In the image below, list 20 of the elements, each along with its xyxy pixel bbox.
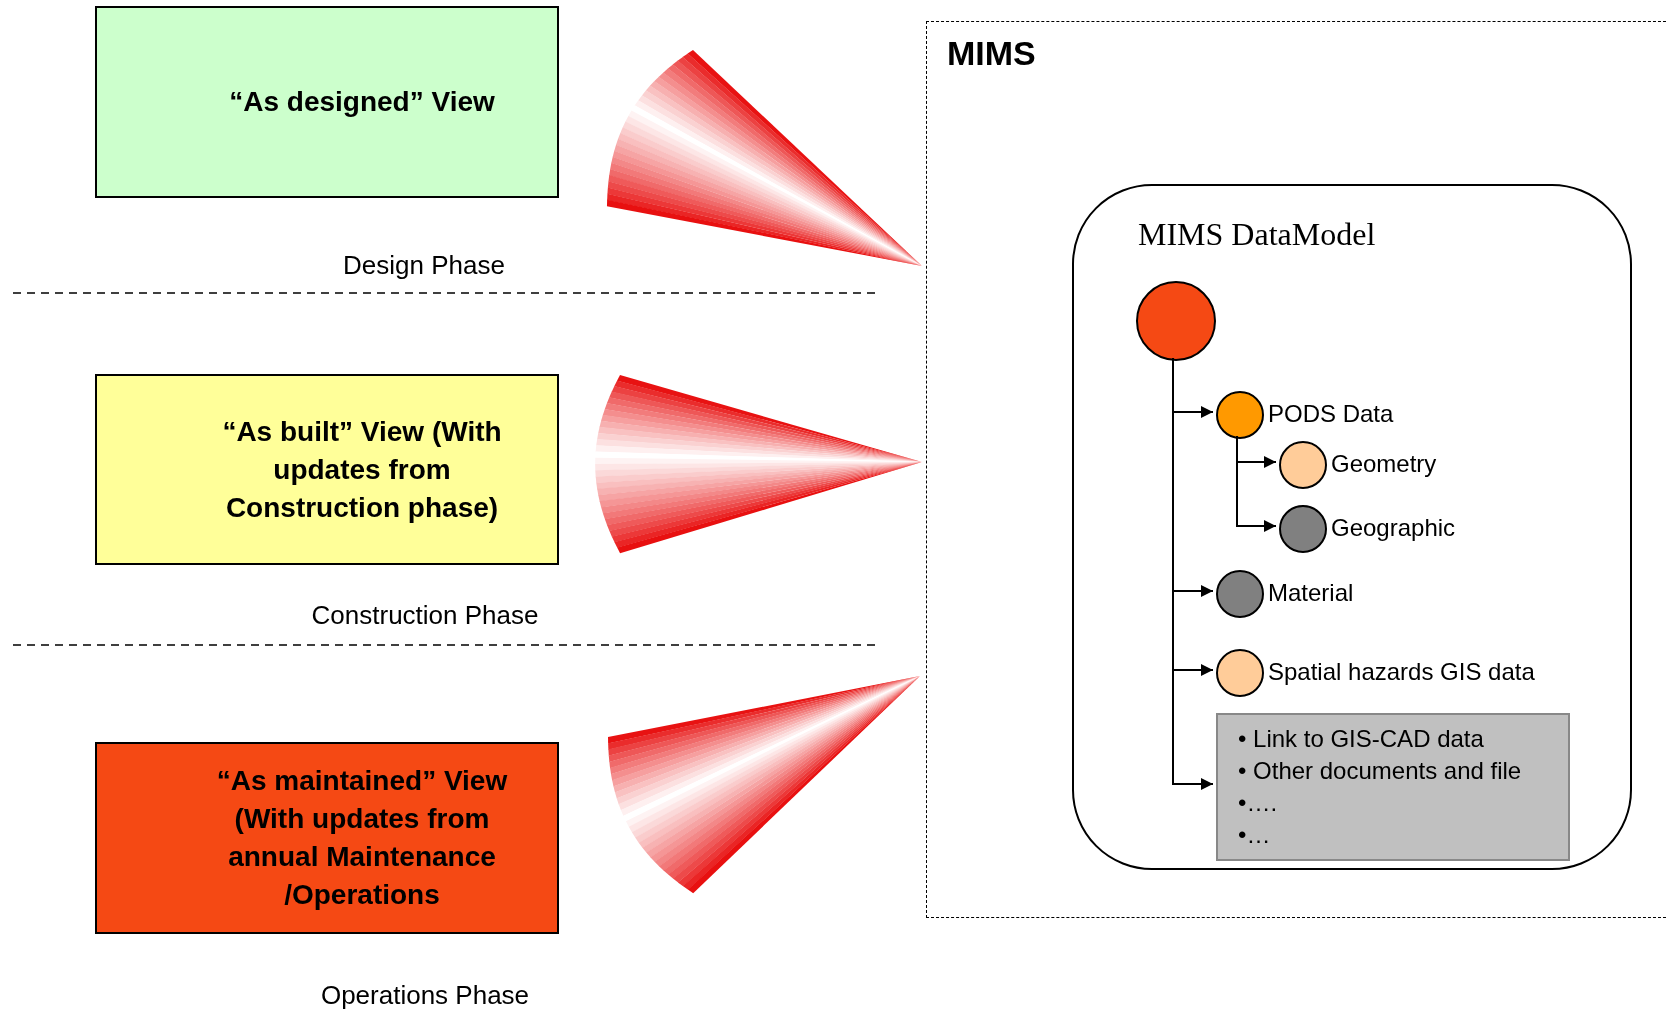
list-item: •…. (1238, 788, 1279, 818)
boundary-title: MIMS (947, 34, 1036, 73)
list-item: • Link to GIS-CAD data (1238, 724, 1485, 754)
category-label: Material (1268, 579, 1354, 607)
panel-title: MIMS DataModel (1138, 216, 1376, 253)
category-label: Geometry (1331, 450, 1437, 478)
category-label: PODS Data (1268, 400, 1394, 428)
list-item: • Other documents and file (1238, 756, 1523, 786)
data-model-panel (1072, 184, 1632, 870)
phase-label: Construction Phase (311, 600, 539, 631)
view-box: “As built” View (With updates from Construction phase) (95, 374, 559, 565)
category-label: Spatial hazards GIS data (1268, 658, 1535, 686)
view-box: “As designed” View (95, 6, 559, 198)
phase-label: Design Phase (343, 250, 505, 281)
category-label: Geographic (1331, 514, 1456, 542)
system-boundary (926, 21, 1666, 918)
view-box: “As maintained” View (With updates from annual Maintenance /Operations (95, 742, 559, 934)
note-box (1216, 713, 1570, 861)
phase-label: Operations Phase (320, 980, 530, 1011)
list-item: •… (1238, 820, 1272, 850)
